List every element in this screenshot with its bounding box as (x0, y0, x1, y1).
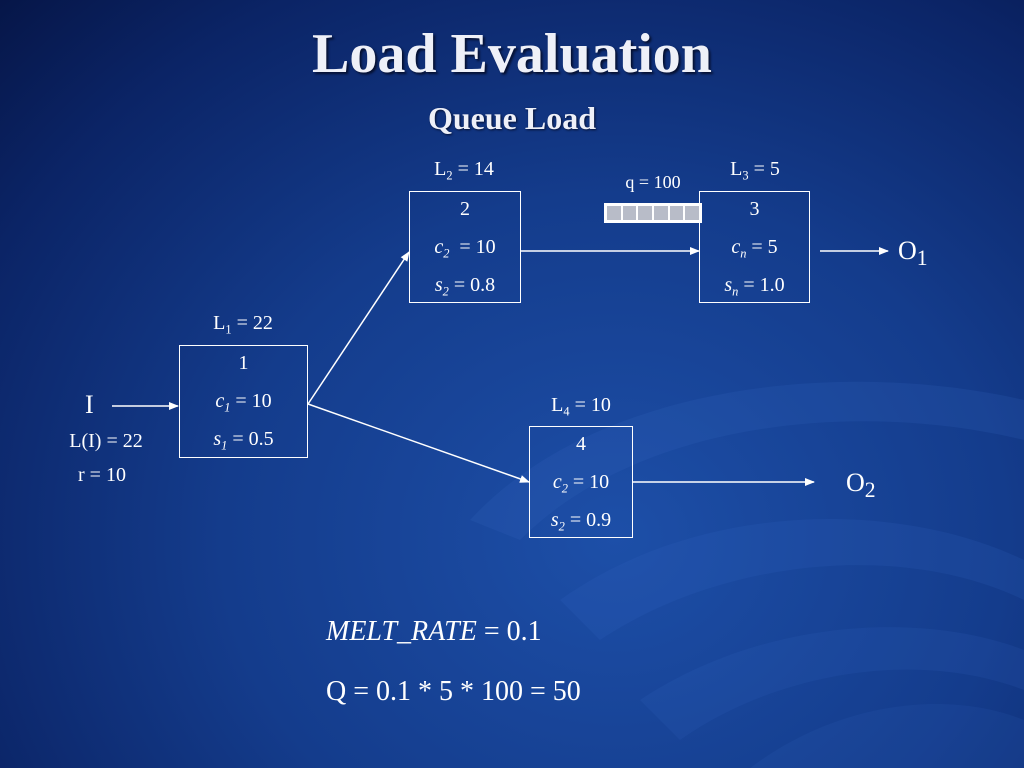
node1-cost: c1 = 10 (215, 390, 272, 415)
queue-cell (685, 206, 700, 220)
node3-selectivity: sn = 1.0 (724, 274, 785, 299)
node4-cost: c2 = 10 (552, 471, 610, 496)
node2-id: 2 (460, 198, 470, 220)
node3-cost: cn = 5 (731, 236, 778, 261)
queue-buffer (604, 203, 702, 223)
node1-id: 1 (238, 352, 249, 374)
node4-selectivity: s2 = 0.9 (550, 509, 612, 534)
edge-node1-to-node4 (307, 403, 530, 483)
node4-id: 4 (576, 433, 586, 455)
edge-node1-to-node2 (307, 251, 410, 405)
queue-cell (654, 206, 668, 220)
node3-load-label: L3 = 5 (730, 158, 780, 183)
input-label: I (85, 390, 94, 419)
queue-cell (638, 206, 653, 220)
node-2: 2 c2 = 10 s2 = 0.8 (409, 191, 521, 303)
slide-subtitle: Queue Load (427, 100, 597, 136)
queue-cell (669, 206, 684, 220)
queue-cell (622, 206, 637, 220)
queue-load-formula: Q = 0.1 * 5 * 100 = 50 (326, 676, 581, 707)
output-o2: O2 (846, 468, 876, 503)
input-load: L(I) = 22 (69, 430, 143, 452)
node3-id: 3 (749, 198, 760, 220)
melt-rate-formula: MELT_RATE = 0.1 (326, 616, 542, 647)
node-4: 4 c2 = 10 s2 = 0.9 (529, 426, 633, 538)
queue-label: q = 100 (625, 172, 681, 192)
input-rate: r = 10 (78, 464, 126, 486)
node-3: 3 cn = 5 sn = 1.0 (699, 191, 810, 303)
node-1: 1 c1 = 10 s1 = 0.5 (179, 345, 308, 458)
node2-selectivity: s2 = 0.8 (434, 274, 496, 299)
node1-selectivity: s1 = 0.5 (213, 428, 274, 453)
node4-load-label: L4 = 10 (551, 394, 611, 419)
node1-load-label: L1 = 22 (213, 312, 273, 337)
slide-title: Load Evaluation (312, 23, 712, 85)
node2-load-label: L2 = 14 (434, 158, 494, 183)
output-o1: O1 (898, 236, 928, 271)
queue-cell (607, 206, 621, 220)
node2-cost: c2 = 10 (434, 236, 496, 261)
